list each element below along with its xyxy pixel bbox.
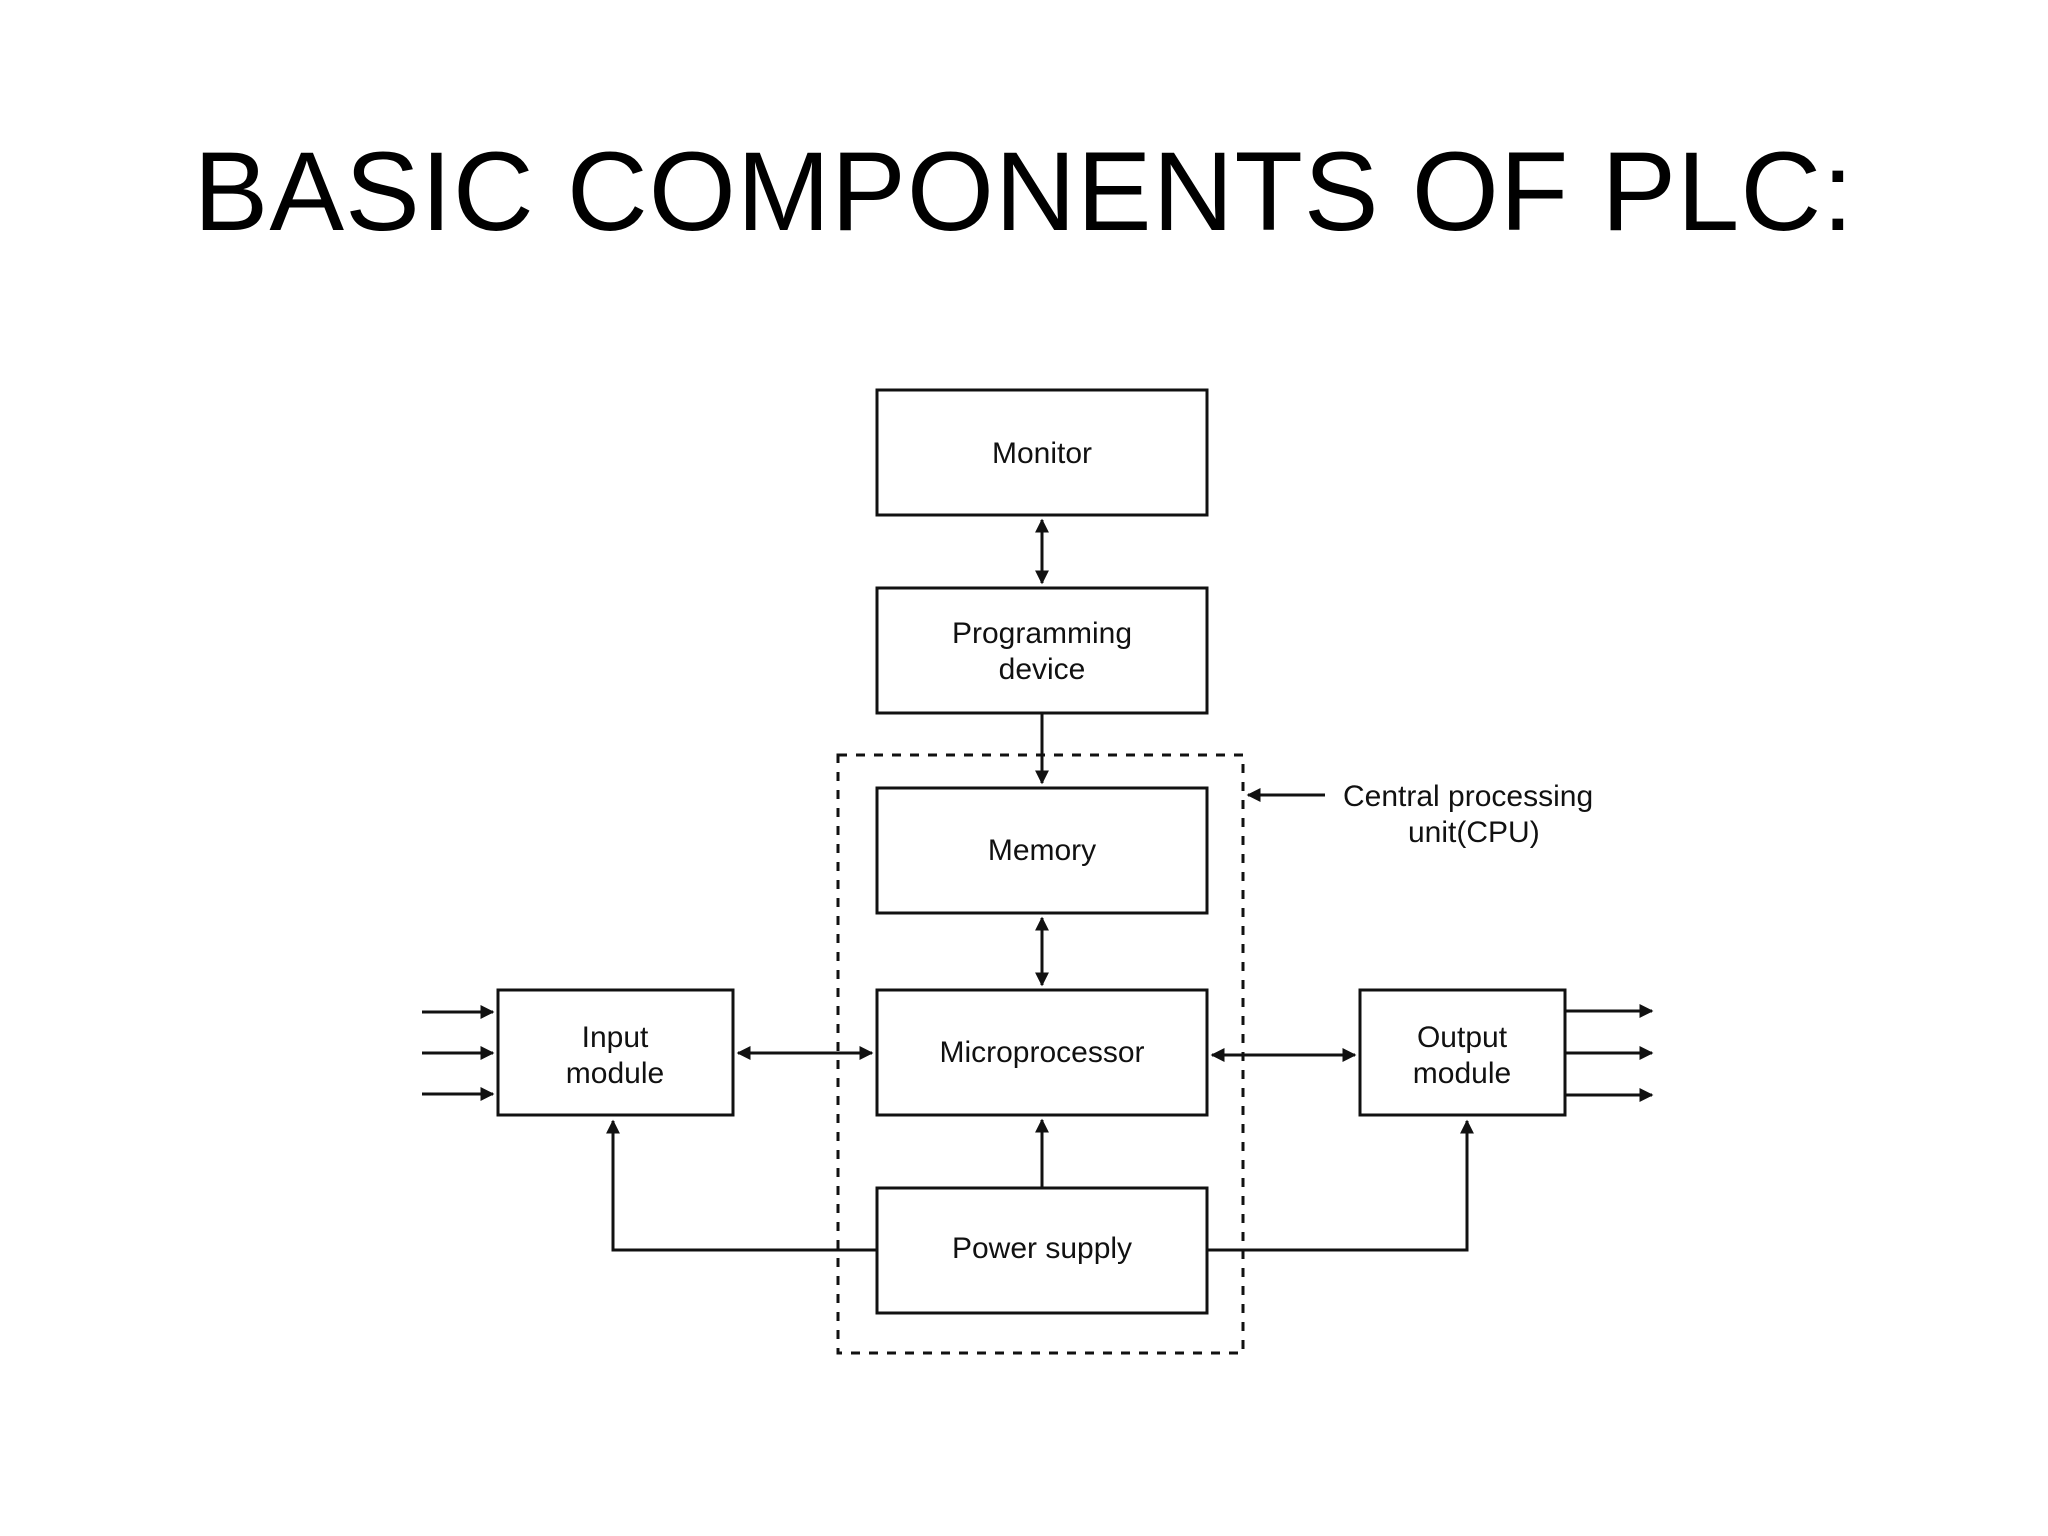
output-module-block: Output module: [1358, 988, 1567, 1117]
input-module-block: Input module: [496, 988, 735, 1117]
power-supply-block: Power supply: [875, 1186, 1209, 1315]
monitor-label: Monitor: [992, 437, 1092, 470]
power-supply-label: Power supply: [952, 1232, 1132, 1265]
programming-device-block: Programming device: [875, 586, 1209, 715]
power-output-arrow: [1207, 1119, 1474, 1252]
input-label-line1: Input: [582, 1021, 649, 1054]
monitor-block: Monitor: [875, 388, 1209, 517]
input-label-line2: module: [566, 1057, 664, 1090]
slide-title: BASIC COMPONENTS OF PLC:: [193, 129, 1855, 254]
microprocessor-label: Microprocessor: [939, 1036, 1144, 1069]
programming-label-line2: device: [999, 653, 1086, 686]
cpu-label-line2: unit(CPU): [1408, 816, 1540, 849]
memory-label: Memory: [988, 834, 1096, 867]
power-input-arrow: [606, 1119, 877, 1252]
output-label-line2: module: [1413, 1057, 1511, 1090]
cpu-annotation: Central processing unit(CPU): [1246, 780, 1593, 849]
microprocessor-block: Microprocessor: [875, 988, 1209, 1117]
output-label-line1: Output: [1417, 1021, 1508, 1054]
cpu-label-line1: Central processing: [1343, 780, 1593, 813]
programming-label-line1: Programming: [952, 617, 1132, 650]
memory-block: Memory: [875, 786, 1209, 915]
